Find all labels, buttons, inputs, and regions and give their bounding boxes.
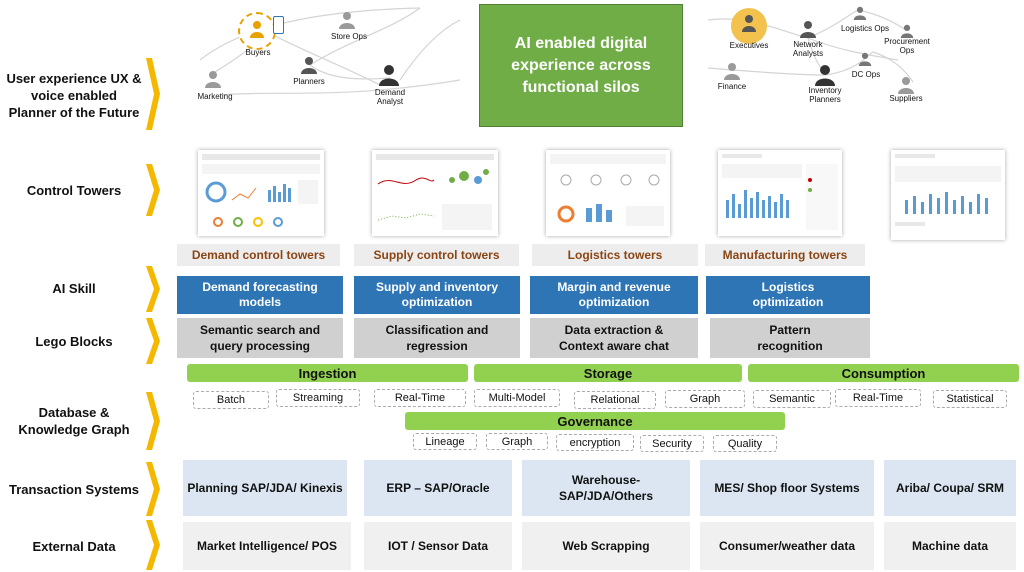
row-label-ux: User experience UX & voice enabled Plann…: [6, 70, 142, 120]
tower-label-logistics: Logistics towers: [532, 244, 698, 266]
logistics-ops-person-icon: [853, 6, 867, 20]
phone-icon: [273, 16, 284, 34]
persona-label-inventory-planners: Inventory Planners: [808, 86, 842, 104]
pill-multi-model: Multi-Model: [474, 389, 560, 407]
pill-batch: Batch: [193, 391, 269, 409]
persona-label-suppliers: Suppliers: [889, 94, 923, 103]
suppliers-person-icon: [897, 76, 915, 94]
external-iot: IOT / Sensor Data: [364, 522, 512, 570]
external-machine-data: Machine data: [884, 522, 1016, 570]
persona-network-left: [199, 7, 461, 96]
layer-storage: Storage: [474, 364, 742, 382]
persona-label-procurement-ops: Procurement Ops: [884, 37, 930, 55]
pill-statistical: Statistical: [933, 390, 1007, 408]
row-label-database: Database & Knowledge Graph: [18, 405, 130, 437]
buyers-highlight-icon: [238, 12, 276, 50]
chevron-right-icon: [146, 58, 160, 130]
pill-real-time-consumption: Real-Time: [835, 389, 921, 407]
layer-consumption: Consumption: [748, 364, 1019, 382]
pill-encryption: encryption: [556, 434, 634, 451]
persona-label-network-analysts: Network Analysts: [792, 40, 824, 58]
transaction-erp: ERP – SAP/Oracle: [364, 460, 512, 516]
dashboard-thumbnail-manufacturing: [718, 150, 842, 236]
persona-label-buyers: Buyers: [245, 48, 271, 57]
persona-label-planners: Planners: [293, 77, 325, 86]
ai-skill-logistics-optimization: Logistics optimization: [706, 276, 870, 314]
persona-label-logistics-ops: Logistics Ops: [840, 24, 890, 33]
buyers-person-icon: [249, 20, 265, 38]
chevron-right-icon: [146, 462, 160, 516]
pill-real-time-ingestion: Real-Time: [374, 389, 466, 407]
row-label-external: External Data: [32, 538, 116, 554]
chevron-right-icon: [146, 520, 160, 570]
pill-graph-storage: Graph: [665, 390, 745, 408]
dashboard-thumbnail-extra: [891, 150, 1005, 240]
chevron-right-icon: [146, 266, 160, 312]
dashboard-thumbnail-demand: [198, 150, 324, 236]
pill-lineage: Lineage: [413, 433, 477, 450]
transaction-mes: MES/ Shop floor Systems: [700, 460, 874, 516]
center-ai-text: AI enabled digital experience across fun…: [511, 34, 651, 96]
finance-person-icon: [723, 62, 741, 80]
ai-skill-demand-forecasting: Demand forecasting models: [177, 276, 343, 314]
dashboard-thumbnail-logistics: [546, 150, 670, 236]
lego-data-extraction: Data extraction & Context aware chat: [530, 318, 698, 358]
lego-classification: Classification and regression: [354, 318, 520, 358]
tower-label-manufacturing: Manufacturing towers: [705, 244, 865, 266]
tower-label-supply: Supply control towers: [354, 244, 519, 266]
planners-person-icon: [300, 56, 318, 74]
persona-label-marketing: Marketing: [197, 92, 233, 101]
marketing-person-icon: [204, 70, 222, 88]
network-analysts-person-icon: [799, 20, 817, 38]
persona-label-dc-ops: DC Ops: [851, 70, 881, 79]
pill-semantic: Semantic: [753, 390, 831, 408]
layer-ingestion: Ingestion: [187, 364, 468, 382]
transaction-ariba: Ariba/ Coupa/ SRM: [884, 460, 1016, 516]
dc-ops-person-icon: [858, 52, 872, 66]
demand-analyst-person-icon: [378, 64, 400, 86]
row-label-ai-skill: AI Skill: [52, 280, 96, 296]
chevron-right-icon: [146, 392, 160, 450]
center-ai-box: AI enabled digital experience across fun…: [479, 4, 683, 127]
external-market-intelligence: Market Intelligence/ POS: [183, 522, 351, 570]
store-ops-person-icon: [338, 11, 356, 29]
persona-label-demand-analyst: Demand Analyst: [374, 88, 406, 106]
pill-relational: Relational: [574, 391, 656, 409]
transaction-planning: Planning SAP/JDA/ Kinexis: [183, 460, 347, 516]
persona-label-executives: Executives: [729, 41, 769, 50]
persona-label-finance: Finance: [717, 82, 747, 91]
row-label-lego-blocks: Lego Blocks: [35, 333, 113, 349]
procurement-ops-person-icon: [900, 24, 914, 38]
row-label-control-towers: Control Towers: [26, 182, 122, 198]
dashboard-thumbnail-supply: [372, 150, 498, 236]
lego-pattern-recognition: Pattern recognition: [710, 318, 870, 358]
external-web-scrapping: Web Scrapping: [522, 522, 690, 570]
chevron-right-icon: [146, 164, 160, 216]
tower-label-demand: Demand control towers: [177, 244, 340, 266]
lego-semantic-search: Semantic search and query processing: [177, 318, 343, 358]
row-label-transaction: Transaction Systems: [8, 481, 140, 497]
external-consumer-weather: Consumer/weather data: [700, 522, 874, 570]
pill-quality: Quality: [713, 435, 777, 452]
pill-streaming: Streaming: [276, 389, 360, 407]
ai-skill-supply-inventory: Supply and inventory optimization: [354, 276, 520, 314]
pill-security: Security: [640, 435, 704, 452]
ai-skill-margin-revenue: Margin and revenue optimization: [530, 276, 698, 314]
layer-governance: Governance: [405, 412, 785, 430]
pill-graph-governance: Graph: [486, 433, 548, 450]
chevron-right-icon: [146, 318, 160, 364]
persona-label-store-ops: Store Ops: [330, 32, 367, 41]
inventory-planners-person-icon: [814, 64, 836, 86]
transaction-warehouse: Warehouse-SAP/JDA/Others: [522, 460, 690, 516]
executives-person-icon: [741, 14, 757, 32]
